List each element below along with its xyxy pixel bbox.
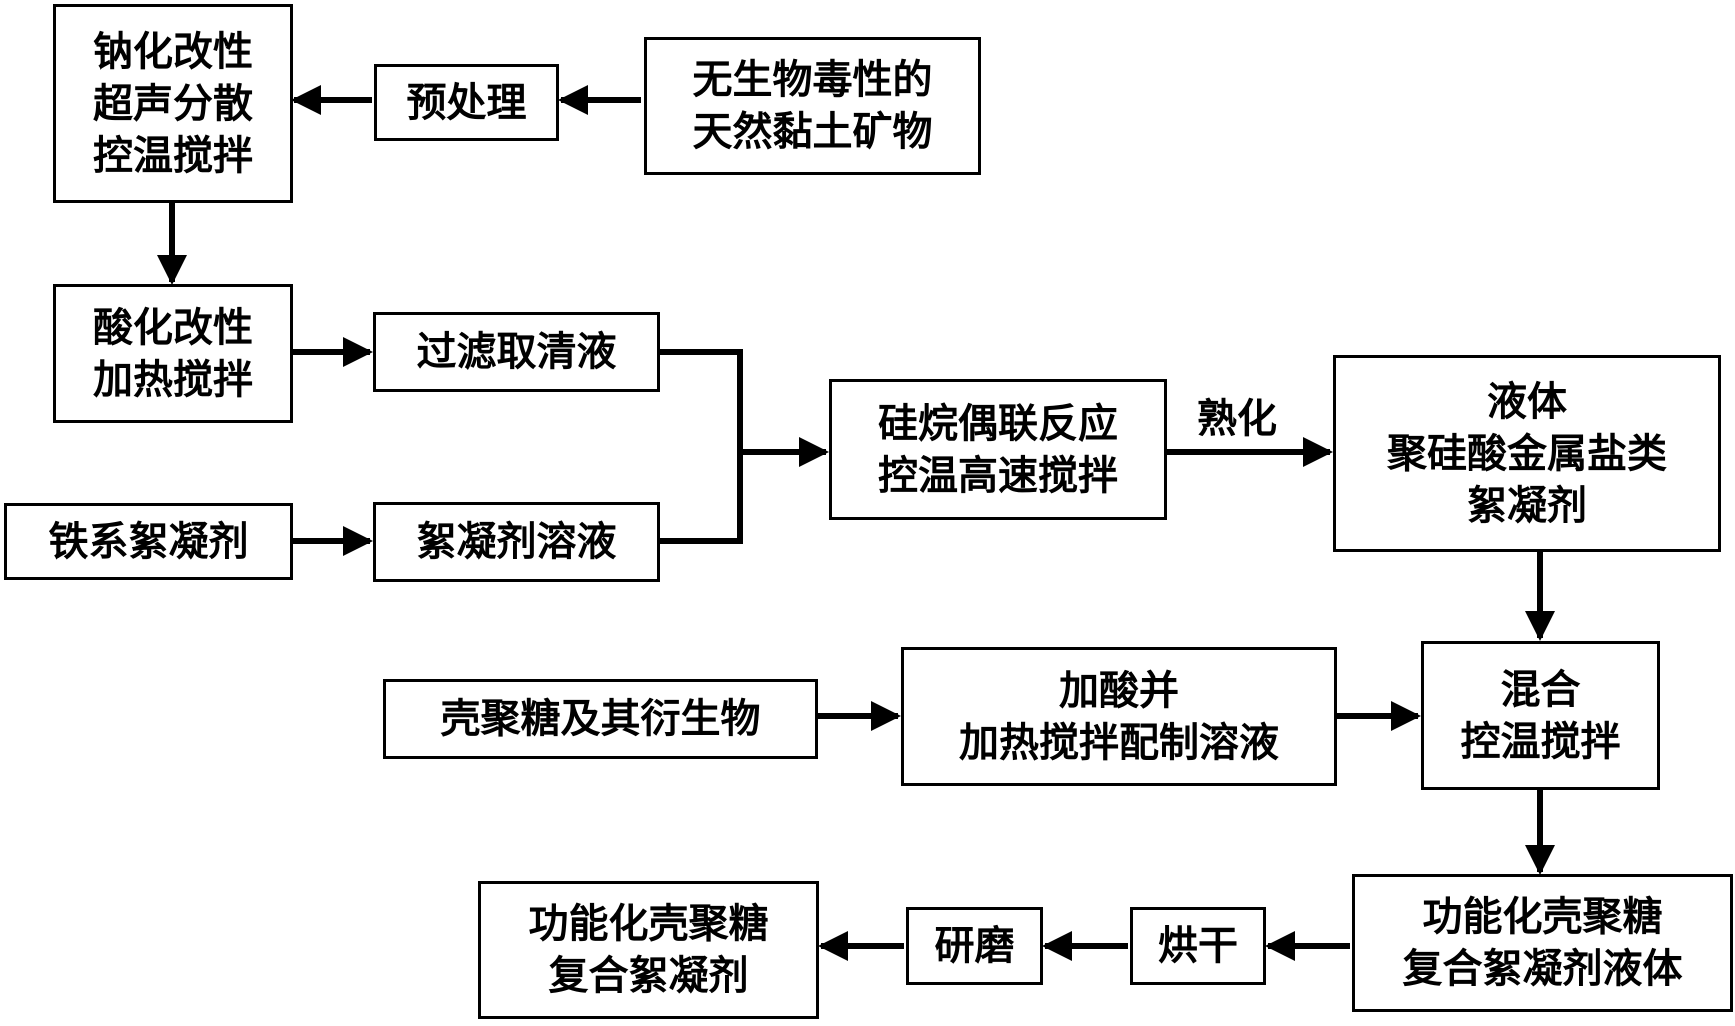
- node-grind: 研磨: [906, 907, 1043, 985]
- node-text-line: 复合絮凝剂: [548, 953, 749, 999]
- node-text-line: 无生物毒性的: [692, 57, 933, 103]
- node-final: 功能化壳聚糖复合絮凝剂: [478, 881, 819, 1019]
- node-text-line: 研磨: [934, 923, 1015, 969]
- node-clay: 无生物毒性的天然黏土矿物: [644, 37, 981, 175]
- node-text-line: 絮凝剂: [1467, 482, 1587, 529]
- node-text-line: 功能化壳聚糖: [1422, 894, 1663, 940]
- node-floc-solution: 絮凝剂溶液: [373, 502, 660, 582]
- node-text-line: 钠化改性: [93, 28, 253, 75]
- node-text-line: 混合: [1500, 666, 1581, 713]
- node-text-line: 预处理: [406, 79, 527, 126]
- node-text-line: 加酸并: [1059, 667, 1179, 714]
- node-text-line: 壳聚糖及其衍生物: [440, 696, 761, 742]
- node-text-line: 加热搅拌配制溶液: [959, 719, 1279, 766]
- node-text-line: 絮凝剂溶液: [416, 519, 617, 565]
- node-text-line: 铁系絮凝剂: [48, 518, 249, 565]
- node-filter: 过滤取清液: [373, 312, 660, 392]
- node-silane: 硅烷偶联反应控温高速搅拌: [829, 379, 1167, 520]
- node-func-liquid: 功能化壳聚糖复合絮凝剂液体: [1352, 874, 1733, 1012]
- node-text-line: 控温搅拌: [93, 132, 253, 179]
- node-acid: 酸化改性加热搅拌: [53, 284, 293, 423]
- node-liquid-psm: 液体聚硅酸金属盐类絮凝剂: [1333, 355, 1721, 552]
- node-text-line: 酸化改性: [93, 304, 253, 351]
- node-text-line: 功能化壳聚糖: [528, 901, 769, 947]
- node-text-line: 加热搅拌: [93, 356, 253, 403]
- node-sodium: 钠化改性超声分散控温搅拌: [53, 4, 293, 203]
- node-text-line: 液体: [1487, 378, 1567, 425]
- edge-merge-to-silane: [658, 349, 826, 544]
- node-text-line: 天然黏土矿物: [692, 109, 933, 155]
- edge-label-aging: 熟化: [1197, 396, 1277, 442]
- node-acid-heat: 加酸并加热搅拌配制溶液: [901, 647, 1337, 786]
- node-mix: 混合控温搅拌: [1421, 641, 1660, 790]
- node-dry: 烘干: [1130, 907, 1266, 985]
- node-chitosan: 壳聚糖及其衍生物: [383, 679, 818, 759]
- node-text-line: 控温高速搅拌: [878, 452, 1118, 499]
- node-text-line: 过滤取清液: [416, 329, 617, 375]
- node-pretreat: 预处理: [374, 64, 559, 141]
- node-text-line: 聚硅酸金属盐类: [1387, 430, 1667, 477]
- node-text-line: 控温搅拌: [1460, 718, 1621, 765]
- node-text-line: 超声分散: [93, 80, 253, 127]
- node-iron: 铁系絮凝剂: [4, 503, 293, 580]
- node-text-line: 硅烷偶联反应: [878, 400, 1118, 447]
- node-text-line: 烘干: [1158, 923, 1238, 969]
- node-text-line: 复合絮凝剂液体: [1402, 946, 1683, 992]
